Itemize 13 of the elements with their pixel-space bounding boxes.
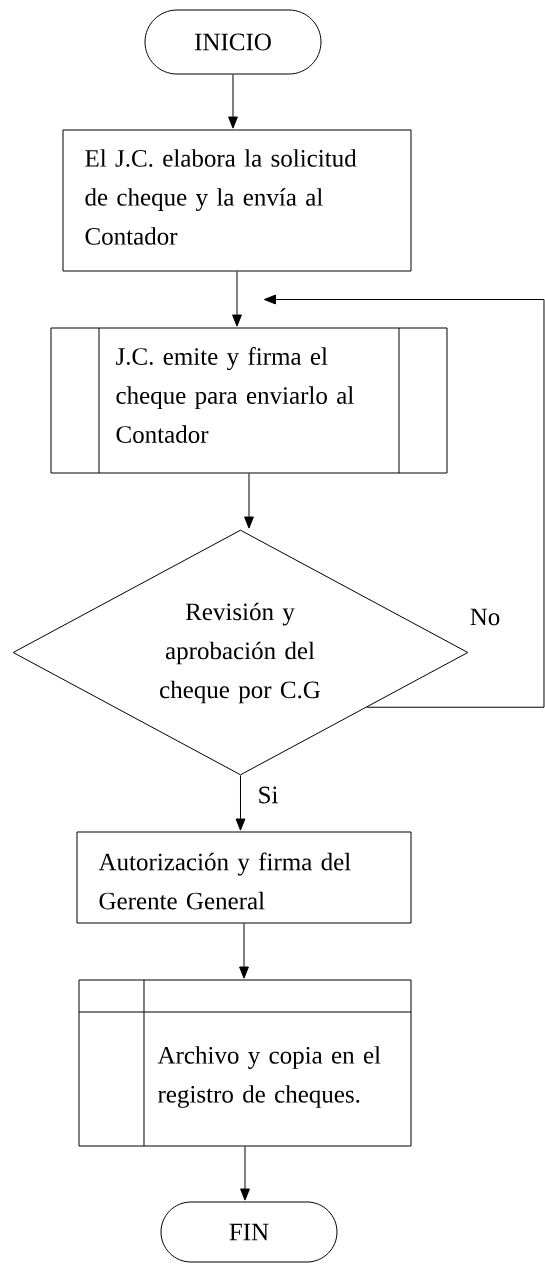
edge-label: No [468,607,502,627]
arrow [232,271,242,327]
edge-label: Si [256,785,280,805]
process-box: Autorización y firma del Gerente General [76,831,412,924]
arrow [244,473,254,529]
arrow [263,294,545,708]
arrow [235,775,246,831]
predefined-process-box: J.C. emite y firma el cheque para enviarlo al Contador [50,327,448,474]
process-box: El J.C. elabora la solicitud de cheque y la envía al Contador [62,129,412,272]
arrow [228,74,238,129]
internal-storage-box: Archivo y copia en el registro de cheques. [78,979,412,1147]
arrow [240,1146,250,1201]
arrow [239,923,249,979]
